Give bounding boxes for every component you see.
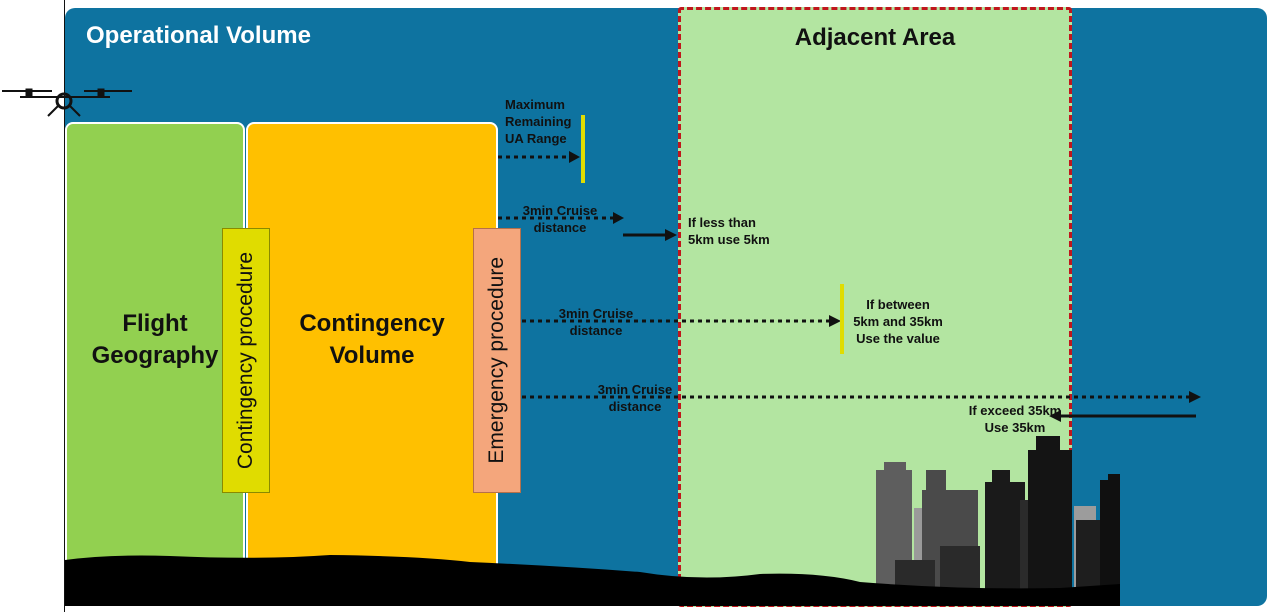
- exceed-line1: If exceed 35km: [968, 403, 1062, 418]
- flight-geography-label-line1: Flight: [122, 310, 188, 337]
- city-skyline: [876, 436, 1120, 590]
- drone-icon: [2, 88, 132, 117]
- left-boundary-line: [64, 0, 65, 612]
- less-than-line1: If less than: [688, 215, 756, 230]
- exceed-line2: Use 35km: [984, 420, 1046, 435]
- cruise-label-2-line2: distance: [569, 323, 623, 338]
- cruise-arrow-1: [498, 212, 677, 241]
- cruise-label-2: 3min Cruise distance: [536, 305, 656, 339]
- contingency-volume-area: [246, 122, 498, 582]
- emergency-procedure-label: Emergency procedure: [485, 257, 508, 464]
- flight-geography-label: Flight Geography: [65, 308, 245, 372]
- max-range-line1: Maximum: [505, 97, 565, 112]
- operational-volume-title: Operational Volume: [86, 22, 311, 49]
- ground-silhouette: [65, 555, 1120, 606]
- cruise-label-1-line2: distance: [533, 220, 587, 235]
- between-line2: 5km and 35km: [853, 314, 943, 329]
- exceed-label: If exceed 35km Use 35km: [958, 402, 1072, 436]
- less-than-line2: 5km use 5km: [688, 232, 770, 247]
- max-range-line2: Remaining: [505, 114, 572, 129]
- contingency-volume-label-line1: Contingency: [299, 310, 445, 337]
- max-range-arrow: [498, 151, 580, 163]
- between-marker: [840, 284, 844, 354]
- between-line1: If between: [866, 297, 930, 312]
- less-than-label: If less than 5km use 5km: [688, 214, 770, 248]
- flight-geography-area: [65, 122, 245, 582]
- cruise-label-2-line1: 3min Cruise: [558, 306, 634, 321]
- cruise-arrow-2: [522, 315, 841, 327]
- between-label: If between 5km and 35km Use the value: [848, 296, 948, 347]
- emergency-procedure-box: Emergency procedure: [473, 228, 521, 493]
- cruise-label-1-line1: 3min Cruise: [522, 203, 598, 218]
- flight-geography-label-line2: Geography: [91, 342, 219, 369]
- max-range-line3: UA Range: [505, 131, 567, 146]
- cruise-arrow-3: [522, 391, 1201, 422]
- cruise-label-1: 3min Cruise distance: [500, 202, 620, 236]
- cruise-label-3-line2: distance: [608, 399, 662, 414]
- cruise-label-3-line1: 3min Cruise: [597, 382, 673, 397]
- max-range-marker: [581, 115, 585, 183]
- contingency-volume-label-line2: Volume: [329, 342, 415, 369]
- cruise-label-3: 3min Cruise distance: [575, 381, 695, 415]
- contingency-procedure-box: Contingency procedure: [222, 228, 270, 493]
- between-line3: Use the value: [856, 331, 940, 346]
- contingency-procedure-label: Contingency procedure: [234, 251, 257, 470]
- adjacent-area-title: Adjacent Area: [794, 24, 956, 51]
- contingency-volume-label: Contingency Volume: [246, 308, 498, 372]
- max-range-label: Maximum Remaining UA Range: [505, 96, 571, 147]
